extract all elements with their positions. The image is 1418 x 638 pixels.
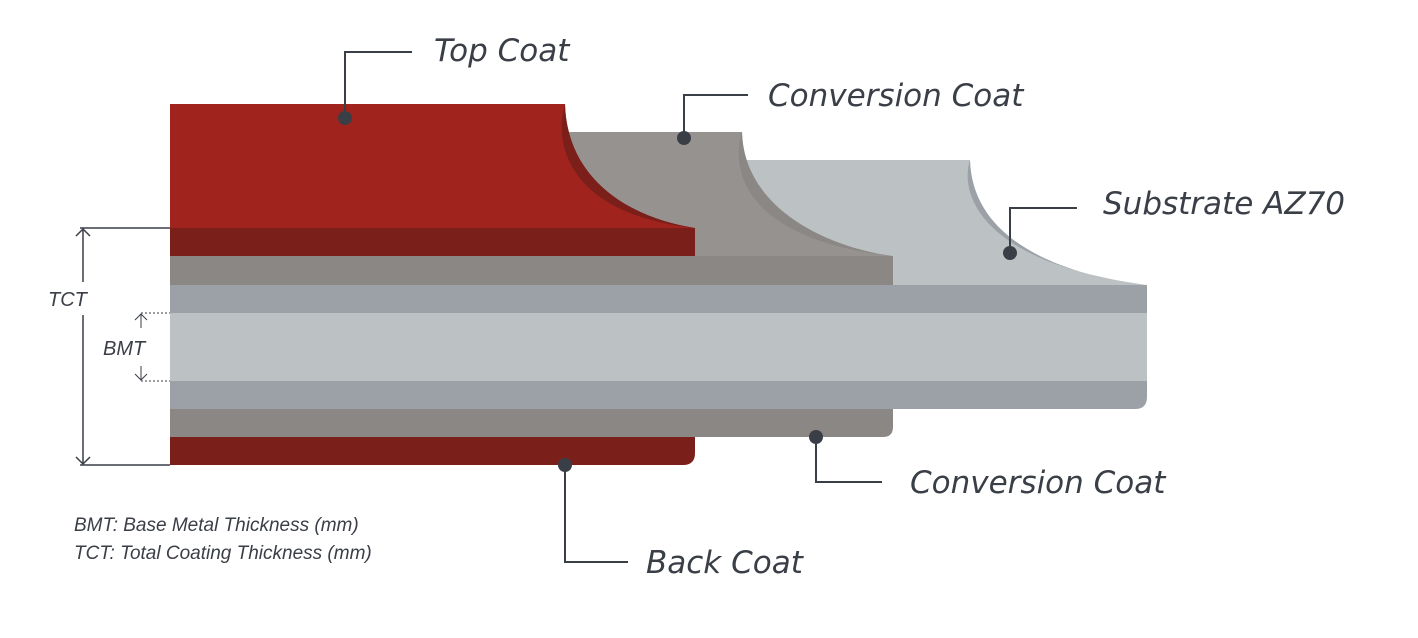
marker-dot <box>677 131 691 145</box>
callout-substrate: Substrate AZ70 <box>1003 186 1345 260</box>
marker-dot <box>1003 246 1017 260</box>
substrate-core-band <box>170 313 1147 381</box>
bmt-label: BMT <box>103 338 147 360</box>
bmt-note: BMT: Base Metal Thickness (mm) <box>74 515 359 536</box>
callout-conversion-coat-top: Conversion Coat <box>677 78 1025 145</box>
tct-dimension <box>75 227 170 466</box>
conversion-coat-top-band <box>170 256 893 285</box>
top-coat-band <box>170 228 695 257</box>
marker-dot <box>809 430 823 444</box>
label-substrate: Substrate AZ70 <box>1103 186 1345 222</box>
tct-note: TCT: Total Coating Thickness (mm) <box>74 543 372 564</box>
tct-label: TCT <box>48 289 89 311</box>
callout-conversion-coat-bottom: Conversion Coat <box>809 430 1167 501</box>
label-conversion-coat-top: Conversion Coat <box>768 78 1025 114</box>
label-back-coat: Back Coat <box>646 545 805 581</box>
marker-dot <box>338 111 352 125</box>
marker-dot <box>558 458 572 472</box>
metallic-coating-bottom-band <box>170 381 1147 409</box>
back-coat-band <box>170 430 695 465</box>
callout-top-coat: Top Coat <box>338 33 571 125</box>
callout-back-coat: Back Coat <box>558 458 805 581</box>
label-top-coat: Top Coat <box>434 33 571 69</box>
conversion-coat-bottom-band <box>170 405 893 437</box>
bmt-dimension <box>134 312 170 382</box>
label-conversion-coat-bottom: Conversion Coat <box>910 465 1167 501</box>
metallic-coating-top-band <box>170 285 1147 313</box>
